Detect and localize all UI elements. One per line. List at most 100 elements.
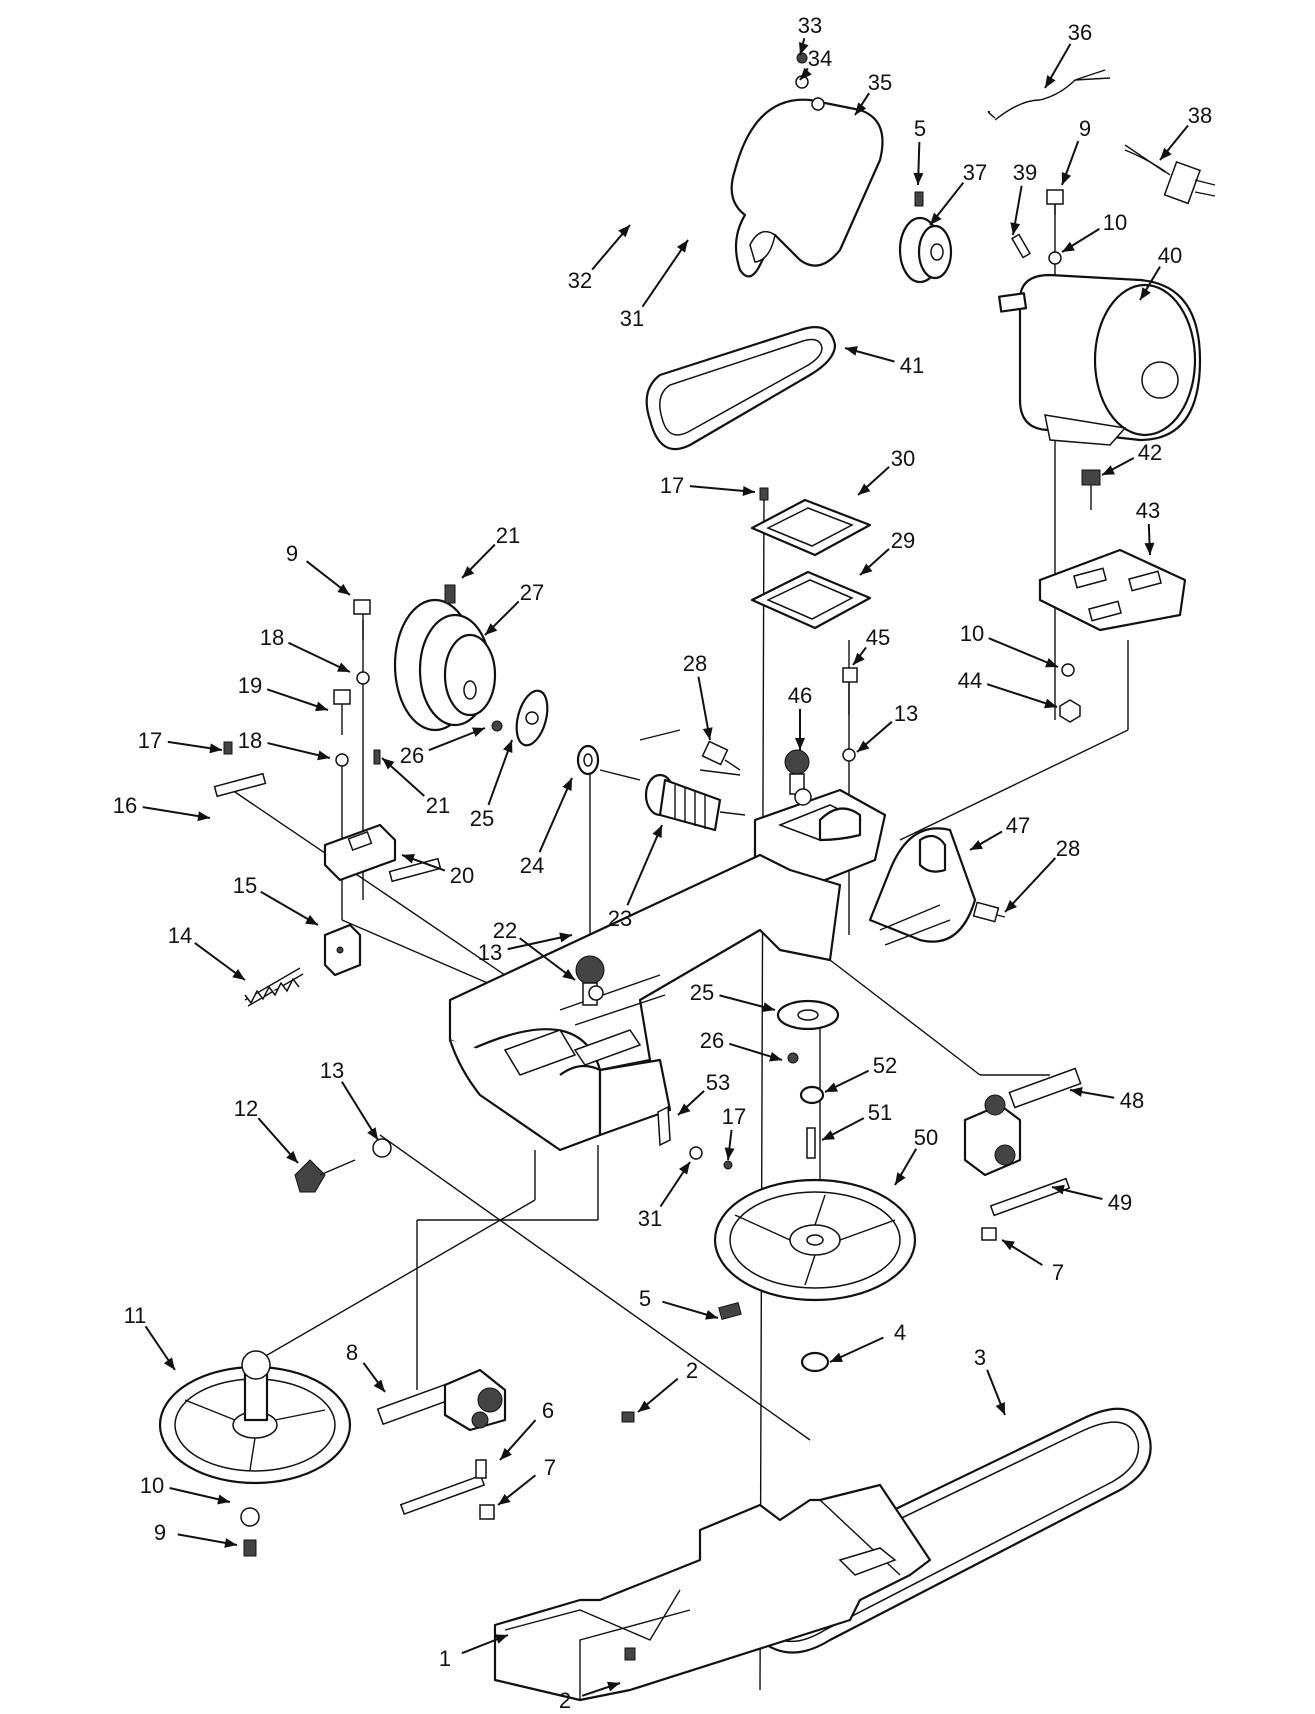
wheel-setscrew <box>718 1302 830 1373</box>
callout-c46: 46 <box>788 683 812 750</box>
callout-number: 2 <box>686 1358 698 1383</box>
callout-c5a: 5 <box>913 116 926 186</box>
callout-arrowhead <box>163 1357 175 1370</box>
belt-guard <box>730 97 884 278</box>
callout-arrowhead <box>1045 75 1056 88</box>
callout-arrowhead <box>337 583 350 595</box>
callout-number: 9 <box>1079 116 1091 141</box>
callout-number: 38 <box>1188 103 1212 128</box>
callout-arrowhead <box>317 750 330 761</box>
callout-arrowhead <box>607 1681 620 1692</box>
callout-arrowhead <box>1061 172 1072 185</box>
callout-arrowhead <box>373 1379 385 1392</box>
callout-number: 25 <box>470 806 494 831</box>
callout-arrowhead <box>1010 222 1021 235</box>
callout-c10a: 10 <box>1061 210 1127 253</box>
callout-arrowhead <box>702 727 713 740</box>
blade-guide-bracket <box>213 772 442 883</box>
callout-c21a: 21 <box>461 523 520 579</box>
guard-screws <box>621 1411 636 1661</box>
callout-c20: 20 <box>401 854 474 888</box>
callout-c21b: 21 <box>381 757 450 818</box>
callout-number: 52 <box>873 1053 897 1078</box>
callout-arrowhead <box>678 1162 690 1175</box>
worm-shaft-washer <box>491 689 549 747</box>
callout-number: 13 <box>894 701 918 726</box>
motor <box>998 273 1202 446</box>
callout-number: 22 <box>493 918 517 943</box>
housing-bolt <box>842 667 858 762</box>
callout-arrowhead <box>970 840 983 850</box>
gearbox-knob <box>784 749 812 806</box>
callout-arrowhead <box>845 346 858 356</box>
v-belt <box>645 326 837 451</box>
callout-c17b: 17 <box>138 728 223 754</box>
callout-c6: 6 <box>499 1398 554 1461</box>
callout-c43: 43 <box>1136 498 1160 556</box>
callout-c23: 23 <box>608 824 663 931</box>
callout-c26a: 26 <box>400 727 486 768</box>
callout-number: 35 <box>868 70 892 95</box>
lower-blade-guide <box>376 1368 507 1520</box>
callout-number: 21 <box>496 523 520 548</box>
callout-c37: 37 <box>929 160 987 226</box>
callout-number: 7 <box>544 1455 556 1480</box>
callout-c2a: 2 <box>637 1358 698 1413</box>
callout-c38: 38 <box>1159 103 1212 161</box>
callout-number: 8 <box>346 1340 358 1365</box>
motor-mount-plate <box>1038 548 1187 632</box>
callout-arrowhead <box>382 758 395 770</box>
callout-number: 17 <box>722 1104 746 1129</box>
callout-number: 48 <box>1120 1088 1144 1113</box>
spacer <box>576 744 600 776</box>
callout-number: 12 <box>234 1096 258 1121</box>
callout-c5b: 5 <box>639 1286 719 1320</box>
cover-plate <box>750 498 872 557</box>
callout-arrow <box>986 683 1058 708</box>
callout-arrowhead <box>652 825 662 838</box>
callout-number: 4 <box>894 1320 906 1345</box>
callout-number: 10 <box>140 1473 164 1498</box>
callout-number: 50 <box>914 1125 938 1150</box>
callout-arrowhead <box>638 1400 651 1412</box>
callout-arrowhead <box>224 1538 237 1548</box>
callout-number: 41 <box>900 353 924 378</box>
callout-number: 9 <box>286 541 298 566</box>
callout-arrowhead <box>860 563 873 575</box>
callout-c36: 36 <box>1044 20 1092 89</box>
callout-number: 45 <box>866 625 890 650</box>
callout-c10c: 10 <box>140 1473 231 1505</box>
callout-c41: 41 <box>844 346 924 378</box>
motor-pulley <box>898 191 953 284</box>
callout-arrowhead <box>500 1447 512 1460</box>
callout-c30: 30 <box>857 446 915 496</box>
callout-c48: 48 <box>1069 1086 1144 1113</box>
callout-arrowhead <box>209 743 222 754</box>
callout-arrowhead <box>769 1051 782 1062</box>
callout-number: 26 <box>400 743 424 768</box>
callout-arrowhead <box>217 1494 230 1505</box>
callout-arrowhead <box>1160 147 1172 160</box>
callout-number: 6 <box>542 1398 554 1423</box>
callout-number: 39 <box>1013 160 1037 185</box>
callout-arrowhead <box>1045 657 1058 668</box>
callout-arrowhead <box>1002 1240 1015 1251</box>
tension-spring <box>244 967 304 1007</box>
callout-arrowhead <box>472 727 485 737</box>
callout-c19: 19 <box>238 673 329 712</box>
idler-wheel <box>158 1350 352 1557</box>
callout-c32: 32 <box>568 224 631 293</box>
callout-c49: 49 <box>1051 1184 1132 1215</box>
callout-arrowhead <box>1140 287 1151 300</box>
callout-arrowhead <box>799 42 809 55</box>
assembly-guide-lines <box>231 195 1129 1691</box>
callout-c27: 27 <box>484 580 544 636</box>
callout-number: 3 <box>974 1345 986 1370</box>
callout-arrowhead <box>367 1127 378 1140</box>
power-cord <box>987 69 1216 205</box>
callout-c2b: 2 <box>559 1681 621 1713</box>
callout-c18a: 18 <box>260 625 351 673</box>
worm-shaft <box>599 769 746 832</box>
callout-c9b: 9 <box>286 541 351 596</box>
callout-arrowhead <box>315 701 328 712</box>
